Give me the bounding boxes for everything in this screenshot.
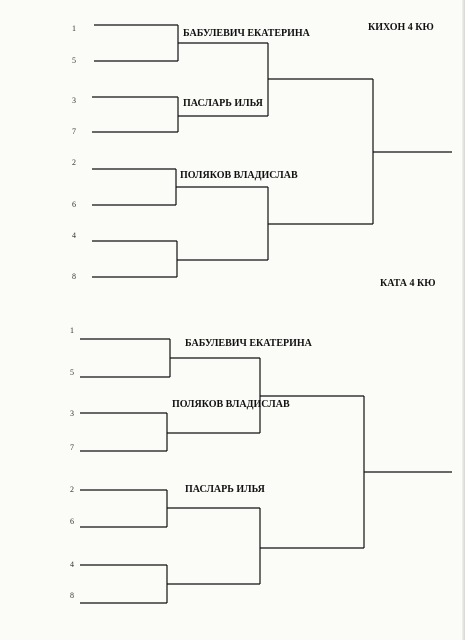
kihon-bracket [92,24,452,278]
kata-seed-2: 5 [70,368,74,377]
page-edge [462,0,465,640]
kihon-seed-2: 5 [72,56,76,65]
kata-winner-upper-pair: БАБУЛЕВИЧ ЕКАТЕРИНА [185,338,312,349]
kata-r2-lower [167,507,261,585]
kihon-seed-3: 3 [72,96,76,105]
kihon-r1-slot-1 [94,24,179,62]
kihon-r1-slot-2 [92,96,179,133]
kihon-seed-1: 1 [72,24,76,33]
kata-seed-5: 2 [70,485,74,494]
kata-seed-8: 8 [70,591,74,600]
kata-title: КАТА 4 КЮ [380,278,436,289]
kihon-winner-third-pair: ПОЛЯКОВ ВЛАДИСЛАВ [180,170,298,181]
kihon-seed-6: 6 [72,200,76,209]
kata-seed-1: 1 [70,326,74,335]
kata-winner-third-pair: ПАСЛАРЬ ИЛЬЯ [185,484,265,495]
kata-r1-slot-1 [80,338,171,378]
kata-r2-upper [167,357,261,434]
kihon-winner-second-pair: ПАСЛАРЬ ИЛЬЯ [183,98,263,109]
kihon-seed-4: 7 [72,127,76,136]
kihon-seed-7: 4 [72,231,76,240]
kata-seed-6: 6 [70,517,74,526]
kihon-seed-8: 8 [72,272,76,281]
kata-bracket [80,338,452,604]
kata-r1-slot-2 [80,412,168,452]
kihon-title: КИХОН 4 КЮ [368,22,434,33]
kata-final [260,395,452,549]
kata-seed-3: 3 [70,409,74,418]
kihon-r1-slot-3 [92,168,177,206]
kata-r1-slot-3 [80,489,168,528]
kihon-r1-slot-4 [92,240,178,278]
kihon-final [268,78,452,225]
kihon-r2-lower [176,186,269,261]
kata-seed-7: 4 [70,560,74,569]
kata-r1-slot-4 [80,564,168,604]
kata-winner-second-pair: ПОЛЯКОВ ВЛАДИСЛАВ [172,399,290,410]
kata-seed-4: 7 [70,443,74,452]
kihon-winner-upper-pair: БАБУЛЕВИЧ ЕКАТЕРИНА [183,28,310,39]
kihon-seed-5: 2 [72,158,76,167]
